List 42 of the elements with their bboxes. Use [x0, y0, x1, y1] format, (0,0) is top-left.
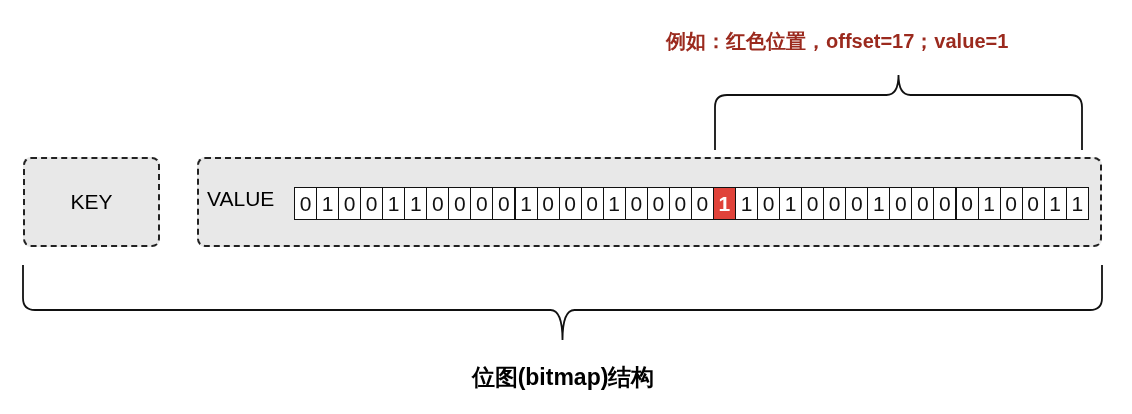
bit-cell: 1 [1043, 187, 1067, 220]
bit-cell: 0 [845, 187, 869, 220]
bit-cell: 0 [492, 187, 516, 220]
bit-cell: 0 [426, 187, 450, 220]
bit-cell: 1 [1065, 187, 1089, 220]
example-note: 例如：红色位置，offset=17；value=1 [666, 29, 1009, 54]
bit-cell: 0 [911, 187, 935, 220]
bit-cell: 0 [668, 187, 692, 220]
bit-cell: 0 [360, 187, 384, 220]
bit-cell: 1 [779, 187, 803, 220]
value-label: VALUE [207, 187, 275, 211]
bit-cell: 0 [448, 187, 472, 220]
bit-cell: 1 [977, 187, 1001, 220]
bit-cell: 0 [558, 187, 582, 220]
bit-cell: 1 [735, 187, 759, 220]
bit-cell: 0 [536, 187, 560, 220]
value-box [197, 157, 1102, 247]
bit-cell: 0 [933, 187, 957, 220]
bit-cell: 0 [470, 187, 494, 220]
bit-cell: 0 [338, 187, 362, 220]
bit-cell: 0 [757, 187, 781, 220]
key-label: KEY [70, 190, 113, 214]
bit-cell: 0 [889, 187, 913, 220]
bit-cell: 0 [580, 187, 604, 220]
bit-cell: 0 [690, 187, 714, 220]
bit-cell: 0 [624, 187, 648, 220]
highlighted-bit-cell: 1 [712, 187, 736, 220]
bit-cell: 0 [999, 187, 1023, 220]
bit-cell: 1 [404, 187, 428, 220]
bit-cell: 0 [801, 187, 825, 220]
diagram-title: 位图(bitmap)结构 [470, 363, 656, 392]
bit-cell: 0 [823, 187, 847, 220]
bit-cell: 1 [316, 187, 340, 220]
bit-cell: 1 [514, 187, 538, 220]
key-box [23, 157, 160, 247]
bit-cell: 0 [294, 187, 318, 220]
bit-cell: 0 [1021, 187, 1045, 220]
bit-cell: 1 [602, 187, 626, 220]
bit-cell: 1 [382, 187, 406, 220]
bit-cell: 1 [867, 187, 891, 220]
bit-cell: 0 [646, 187, 670, 220]
bit-cell: 0 [955, 187, 979, 220]
